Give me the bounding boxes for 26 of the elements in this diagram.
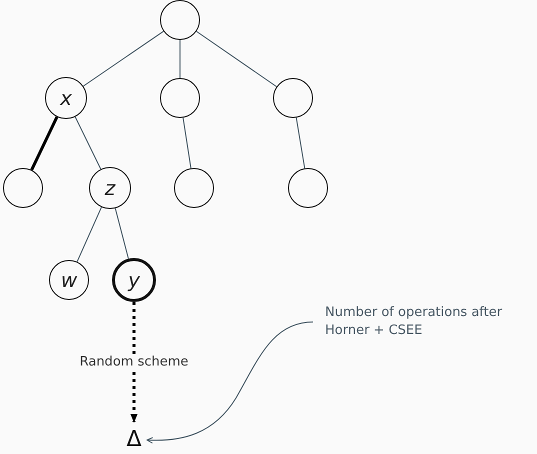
tree-node-circle	[49, 260, 89, 300]
variable-label: z	[104, 178, 116, 198]
tree-node-circle	[3, 168, 43, 208]
tree-edge	[296, 117, 306, 169]
tree-edge	[76, 206, 102, 262]
variable-label: y	[128, 270, 140, 290]
curved-arrow	[146, 322, 314, 444]
tree-node-circle	[273, 78, 313, 118]
delta-symbol: Δ	[126, 429, 142, 451]
tree-node-circle	[89, 167, 131, 209]
tree-edge	[74, 116, 102, 170]
tree-node-circle	[174, 168, 214, 208]
tree-node-circle	[160, 78, 200, 118]
tree-edge	[196, 30, 278, 88]
tree-edge	[182, 117, 192, 169]
annotation-text: Number of operations after Horner + CSEE	[325, 304, 504, 340]
variable-label: w	[60, 270, 78, 290]
variable-label: x	[60, 88, 72, 108]
tree-edge	[114, 208, 129, 260]
tree-edge	[82, 30, 164, 87]
tree-node-circle	[112, 258, 156, 302]
dotted-arrow	[130, 302, 138, 423]
tree-node-circle	[160, 0, 200, 40]
tree-node-circle	[45, 77, 87, 119]
tree-edge	[30, 116, 58, 171]
tree-node-circle	[288, 168, 328, 208]
